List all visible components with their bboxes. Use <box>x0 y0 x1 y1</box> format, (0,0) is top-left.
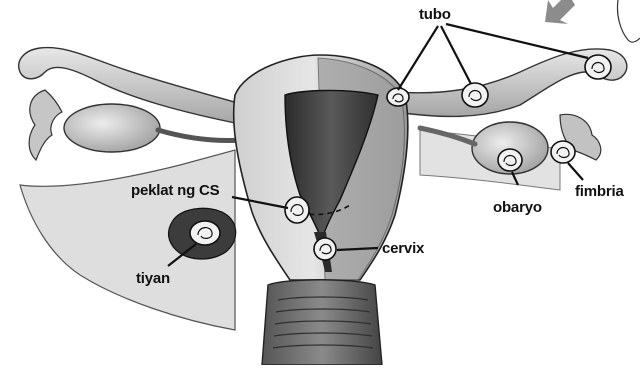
label-obaryo: obaryo <box>493 199 542 216</box>
embryo-in-sac-icon <box>387 88 409 106</box>
embryo-in-sac-icon <box>462 83 488 107</box>
embryo-in-sac-icon <box>285 197 309 223</box>
tubo-leader-1 <box>398 26 438 90</box>
vagina <box>262 280 382 365</box>
label-tiyan: tiyan <box>136 270 170 287</box>
embryo-in-sac-icon <box>551 141 575 163</box>
label-tubo: tubo <box>419 6 451 23</box>
left-fimbria <box>29 90 62 160</box>
embryo-in-sac-icon <box>314 238 336 260</box>
figure-outline <box>617 0 640 42</box>
label-peklat-ng-cs: peklat ng CS <box>131 182 219 199</box>
embryo-in-sac-icon <box>190 221 220 245</box>
label-cervix: cervix <box>382 240 424 257</box>
embryo-in-sac-icon <box>585 55 611 79</box>
label-fimbria: fimbria <box>575 183 624 200</box>
left-ovary-ligament <box>158 130 245 141</box>
left-ovary <box>64 104 160 152</box>
fimbria-leader <box>568 163 583 180</box>
embryo-in-sac-icon <box>498 149 522 171</box>
tubo-leader-2 <box>441 26 471 84</box>
tubo-leader-3 <box>446 24 588 58</box>
arrow-down-left-icon <box>545 0 575 24</box>
